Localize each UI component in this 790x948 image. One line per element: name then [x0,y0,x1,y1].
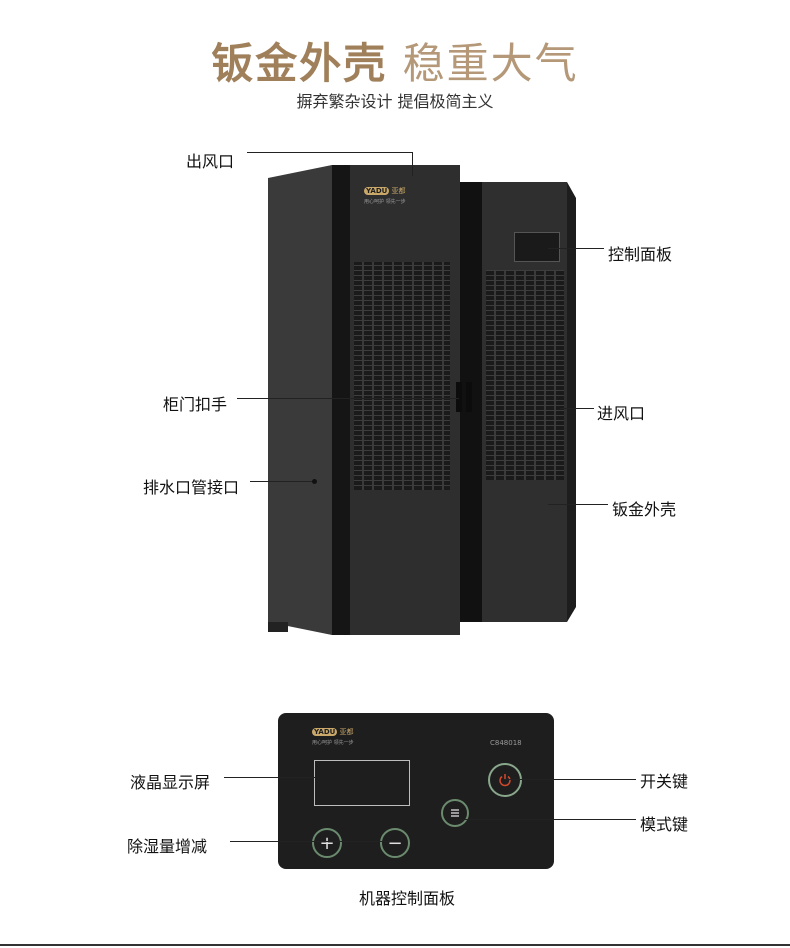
leader-control-panel [548,248,604,249]
power-button[interactable] [488,763,522,797]
label-drain-connector: 排水口管接口 [143,478,240,497]
leader-sheet-metal-shell [548,504,608,505]
label-air-outlet: 出风口 [186,152,235,171]
leader-cabinet-handle [237,398,459,399]
power-icon [499,774,511,787]
leader-drain-connector [250,481,314,482]
label-cabinet-handle: 柜门扣手 [163,395,228,414]
humidity-increase-button[interactable]: + [312,828,342,858]
leader-lcd [224,777,316,778]
label-control-panel: 控制面板 [608,245,673,264]
leader-power-key [504,779,636,780]
cabinet-control-panel [514,232,560,262]
brand-name: 亚都 [391,187,406,195]
label-lcd: 液晶显示屏 [130,773,211,792]
leader-air-inlet [560,408,594,409]
logo-badge: YADU [364,187,390,195]
panel-logo-badge: YADU [312,728,338,736]
panel-brand-name: 亚都 [339,728,354,736]
leader-air-outlet [247,152,413,153]
label-power-key: 开关键 [640,772,689,791]
cabinet-logo: YADU 亚都 用心呵护 领先一步 [364,186,406,205]
left-unit-side [268,165,332,635]
humidity-decrease-button[interactable]: − [380,828,410,858]
leader-mode-key [460,819,636,820]
label-sheet-metal-shell: 钣金外壳 [612,500,677,519]
panel-caption: 机器控制面板 [359,889,456,908]
control-panel-closeup: YADU 亚都 用心呵护 领先一步 C848018 + − [278,713,554,869]
mode-button[interactable] [441,799,469,827]
label-humidity-adjust: 除湿量增减 [127,837,208,856]
bottom-divider [0,944,790,946]
cabinet-handle [456,382,462,412]
brand-tagline: 用心呵护 领先一步 [364,199,406,205]
page-title: 钣金外壳 稳重大气 [0,30,790,91]
page-subtitle: 摒弃繁杂设计 提倡极简主义 [296,92,494,111]
right-air-grille [486,270,564,480]
panel-brand-tagline: 用心呵护 领先一步 [312,740,354,746]
label-air-inlet: 进风口 [597,404,646,423]
panel-logo: YADU 亚都 用心呵护 领先一步 [312,727,354,746]
right-unit-side [567,182,576,622]
panel-model: C848018 [490,739,522,747]
drain-point [312,479,317,484]
label-mode-key: 模式键 [640,815,689,834]
title-main: 钣金外壳 [211,39,388,88]
leader-humidity-adjust [230,841,394,842]
title-accent: 稳重大气 [402,39,579,88]
menu-icon [451,809,459,817]
leader-air-outlet-drop [412,152,413,176]
lcd-display [314,760,410,806]
left-air-grille [354,262,450,490]
